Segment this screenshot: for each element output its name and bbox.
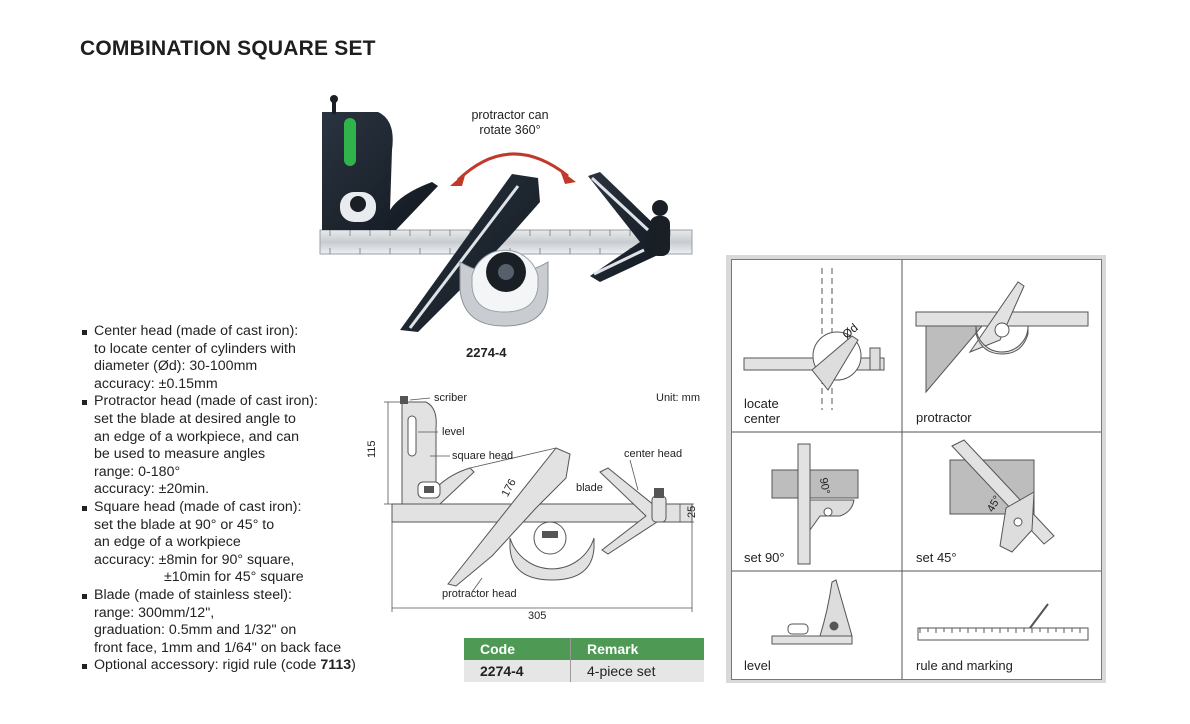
rotate-note: protractor can rotate 360° bbox=[455, 108, 565, 138]
square-head-label: square head bbox=[452, 450, 514, 462]
scriber-label: scriber bbox=[434, 392, 468, 404]
column-header-remark: Remark bbox=[570, 638, 704, 660]
feature-line: be used to measure angles bbox=[94, 446, 266, 463]
feature-line: an edge of a workpiece bbox=[94, 534, 241, 551]
accessory-code: 7113 bbox=[320, 657, 352, 674]
usage-label-protractor: protractor bbox=[916, 410, 972, 425]
feature-line: range: 0-180° bbox=[94, 463, 181, 480]
feature-square-head: Square head (made of cast iron): set the… bbox=[82, 499, 412, 587]
feature-line: set the blade at desired angle to bbox=[94, 410, 296, 427]
width-dimension: 305 bbox=[528, 610, 547, 622]
usage-label-locate-center: locate center bbox=[744, 396, 780, 426]
level-label: level bbox=[442, 426, 465, 438]
feature-line: Blade (made of stainless steel): bbox=[94, 586, 292, 603]
dimension-drawing-svg bbox=[384, 396, 694, 612]
feature-line: graduation: 0.5mm and 1/32" on bbox=[94, 622, 297, 639]
page-title: COMBINATION SQUARE SET bbox=[80, 37, 376, 60]
code-table: Code Remark 2274-4 4-piece set bbox=[464, 638, 704, 682]
feature-line: to locate center of cylinders with bbox=[94, 340, 296, 357]
accessory-text-end: ) bbox=[351, 657, 356, 674]
feature-line: ±10min for 45° square bbox=[164, 569, 304, 586]
feature-line: range: 300mm/12", bbox=[94, 604, 215, 621]
usage-grid: Ød 90° 45° locate center protractor set … bbox=[731, 259, 1102, 680]
feature-line: Center head (made of cast iron): bbox=[94, 323, 299, 339]
column-header-code: Code bbox=[464, 638, 571, 660]
feature-line: set the blade at 90° or 45° to bbox=[94, 516, 275, 533]
feature-line: Protractor head (made of cast iron): bbox=[94, 393, 318, 410]
usage-label-level: level bbox=[744, 658, 771, 673]
unit-label: Unit: mm bbox=[656, 392, 700, 404]
feature-line: an edge of a workpiece, and can bbox=[94, 428, 300, 445]
usage-panel: Ød 90° 45° locate center protractor set … bbox=[726, 255, 1106, 683]
table-row: 2274-4 4-piece set bbox=[464, 660, 704, 682]
rotate-note-line-1: protractor can bbox=[471, 108, 549, 122]
feature-line: diameter (Ød): 30-100mm bbox=[94, 358, 258, 375]
height-dimension: 115 bbox=[366, 440, 378, 458]
feature-protractor-head: Protractor head (made of cast iron): set… bbox=[82, 393, 412, 499]
feature-line: accuracy: ±8min for 90° square, bbox=[94, 551, 295, 568]
cell-remark: 4-piece set bbox=[570, 660, 704, 682]
usage-label-line: locate bbox=[744, 396, 779, 411]
center-head-label: center head bbox=[624, 448, 683, 460]
feature-line: Square head (made of cast iron): bbox=[94, 498, 302, 515]
table-header-row: Code Remark bbox=[464, 638, 704, 660]
feature-line: front face, 1mm and 1/64" on back face bbox=[94, 639, 342, 656]
feature-accessory: Optional accessory: rigid rule (code 711… bbox=[82, 657, 412, 675]
usage-label-set-90: set 90° bbox=[744, 550, 785, 565]
blade-label: blade bbox=[576, 482, 603, 494]
usage-label-rule-marking: rule and marking bbox=[916, 658, 1013, 673]
feature-line: accuracy: ±0.15mm bbox=[94, 375, 218, 392]
usage-label-set-45: set 45° bbox=[916, 550, 957, 565]
feature-list: Center head (made of cast iron): to loca… bbox=[82, 323, 412, 675]
protractor-head-label: protractor head bbox=[442, 588, 517, 600]
product-illustration bbox=[319, 95, 693, 332]
rotate-note-line-2: rotate 360° bbox=[479, 123, 541, 137]
feature-line: accuracy: ±20min. bbox=[94, 481, 210, 498]
cell-code: 2274-4 bbox=[464, 660, 571, 682]
blade-width-dimension: 25 bbox=[686, 505, 698, 518]
feature-center-head: Center head (made of cast iron): to loca… bbox=[82, 323, 412, 393]
usage-label-line: center bbox=[744, 411, 781, 426]
product-code: 2274-4 bbox=[466, 345, 507, 360]
usage-grid-lines bbox=[732, 260, 1101, 679]
feature-blade: Blade (made of stainless steel): range: … bbox=[82, 587, 412, 657]
accessory-text: Optional accessory: rigid rule (code bbox=[94, 657, 321, 674]
dimension-drawing: Unit: mm scriber level square head cente… bbox=[360, 388, 710, 628]
